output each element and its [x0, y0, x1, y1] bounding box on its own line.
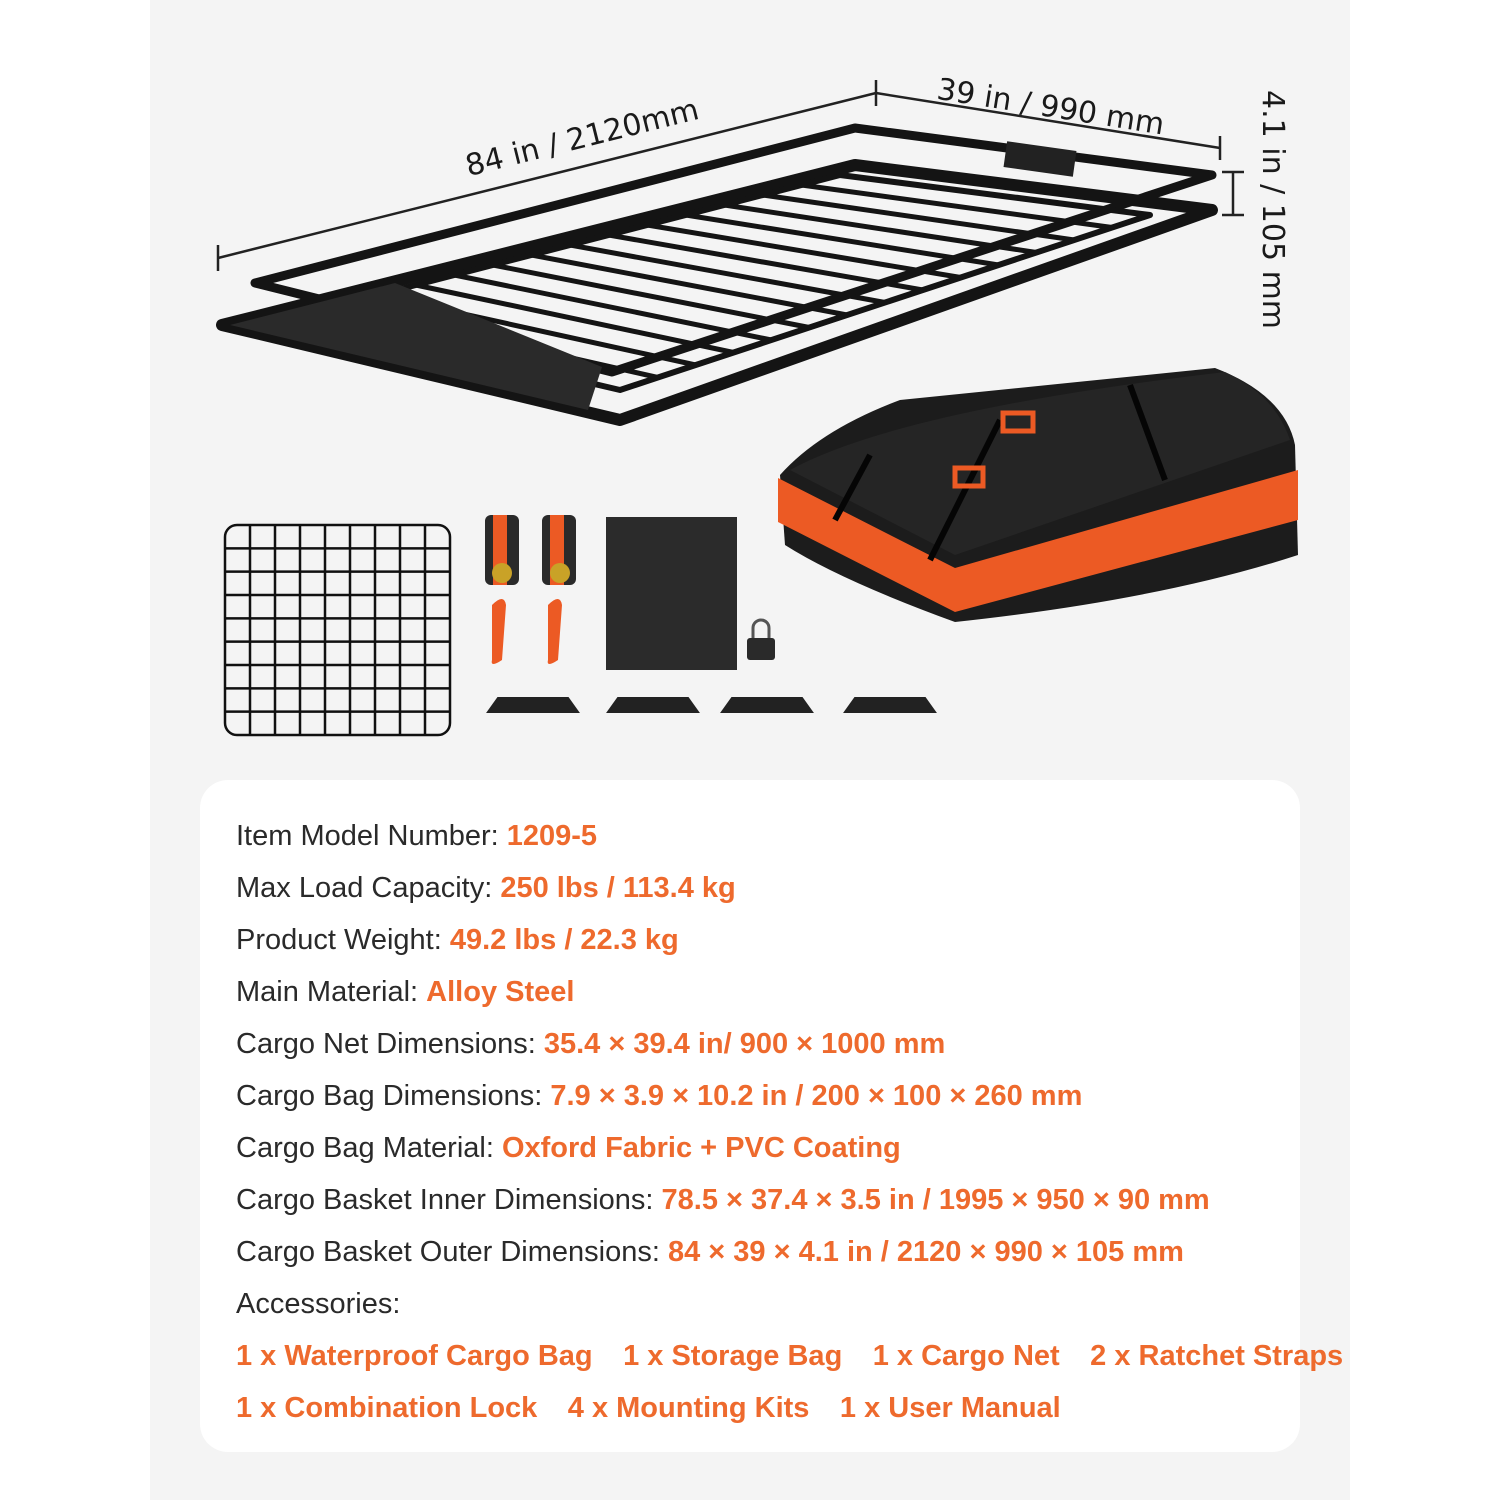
spec-row: Item Model Number: 1209-5 — [236, 810, 1369, 862]
rack-crossbar — [723, 202, 1037, 255]
wind-fairing — [230, 283, 602, 410]
spec-value: 1209-5 — [506, 820, 598, 852]
cargo-bag-image — [778, 368, 1298, 622]
rack-crossbar — [762, 192, 1075, 243]
rack-crossbar — [415, 282, 735, 355]
accessories-row: 1 x Waterproof Cargo Bag 1 x Storage Bag… — [236, 1330, 1369, 1382]
spec-label: Cargo Net Dimensions: — [236, 1028, 544, 1060]
spec-value: 49.2 lbs / 22.3 kg — [449, 924, 679, 956]
accessories-heading: Accessories: — [236, 1288, 401, 1320]
rack-crossbar — [569, 242, 886, 305]
spec-label: Cargo Bag Dimensions: — [236, 1080, 551, 1112]
spec-label: Cargo Basket Inner Dimensions: — [236, 1184, 662, 1216]
product-illustration — [216, 80, 1298, 737]
spec-list: Item Model Number: 1209-5 Max Load Capac… — [236, 810, 1369, 1434]
accessory-item: 1 x Cargo Net — [872, 1340, 1060, 1372]
accessory-item: 1 x Waterproof Cargo Bag — [236, 1340, 593, 1372]
spec-label: Product Weight: — [236, 924, 450, 956]
spec-row: Cargo Basket Outer Dimensions: 84 × 39 ×… — [236, 1226, 1369, 1278]
spec-row: Product Weight: 49.2 lbs / 22.3 kg — [236, 914, 1369, 966]
rack-crossbar — [685, 212, 999, 268]
accessory-item: 1 x Combination Lock — [236, 1392, 538, 1424]
rack-crossbar — [646, 222, 962, 280]
spec-label: Item Model Number: — [236, 820, 507, 852]
dimension-lines — [216, 80, 1244, 271]
rack-crossbar — [608, 232, 924, 293]
rack-crossbar — [801, 182, 1113, 230]
accessory-item: 2 x Ratchet Straps — [1090, 1340, 1344, 1372]
spec-row: Cargo Bag Dimensions: 7.9 × 3.9 × 10.2 i… — [236, 1070, 1369, 1122]
accessory-item: 1 x Storage Bag — [623, 1340, 843, 1372]
accessory-item: 4 x Mounting Kits — [567, 1392, 810, 1424]
spec-value: 84 × 39 × 4.1 in / 2120 × 990 × 105 mm — [667, 1236, 1184, 1268]
spec-row: Cargo Net Dimensions: 35.4 × 39.4 in/ 90… — [236, 1018, 1369, 1070]
cargo-net-image — [223, 523, 452, 737]
spec-row: Cargo Bag Material: Oxford Fabric + PVC … — [236, 1122, 1369, 1174]
spec-row: Cargo Basket Inner Dimensions: 78.5 × 37… — [236, 1174, 1369, 1226]
spec-value: Alloy Steel — [426, 976, 575, 1008]
spec-row: Max Load Capacity: 250 lbs / 113.4 kg — [236, 862, 1369, 914]
accessory-item: 1 x User Manual — [839, 1392, 1061, 1424]
spec-label: Main Material: — [236, 976, 427, 1008]
spec-value: 78.5 × 37.4 × 3.5 in / 1995 × 950 × 90 m… — [661, 1184, 1210, 1216]
height-dimension-label: 4.1 in / 105 mm — [1255, 90, 1290, 330]
rack-crossbar — [453, 272, 772, 343]
rack-crossbar — [492, 262, 810, 330]
spec-value: Oxford Fabric + PVC Coating — [501, 1132, 901, 1164]
accessories-row: 1 x Combination Lock 4 x Mounting Kits 1… — [236, 1382, 1369, 1434]
rack-crossbar — [530, 252, 848, 318]
rear-fairing-tab — [1003, 141, 1077, 177]
combination-lock-image — [747, 618, 775, 660]
spec-label: Cargo Basket Outer Dimensions: — [236, 1236, 668, 1268]
storage-bag-image — [606, 517, 737, 670]
spec-label: Max Load Capacity: — [236, 872, 501, 904]
ratchet-straps-image — [485, 515, 576, 664]
mounting-kits-image — [486, 697, 937, 713]
spec-value: 7.9 × 3.9 × 10.2 in / 200 × 100 × 260 mm — [550, 1080, 1083, 1112]
spec-label: Cargo Bag Material: — [236, 1132, 502, 1164]
spec-row: Main Material: Alloy Steel — [236, 966, 1369, 1018]
spec-value: 35.4 × 39.4 in/ 900 × 1000 mm — [543, 1028, 946, 1060]
spec-card: Item Model Number: 1209-5 Max Load Capac… — [200, 780, 1343, 1452]
spec-value: 250 lbs / 113.4 kg — [500, 872, 736, 904]
